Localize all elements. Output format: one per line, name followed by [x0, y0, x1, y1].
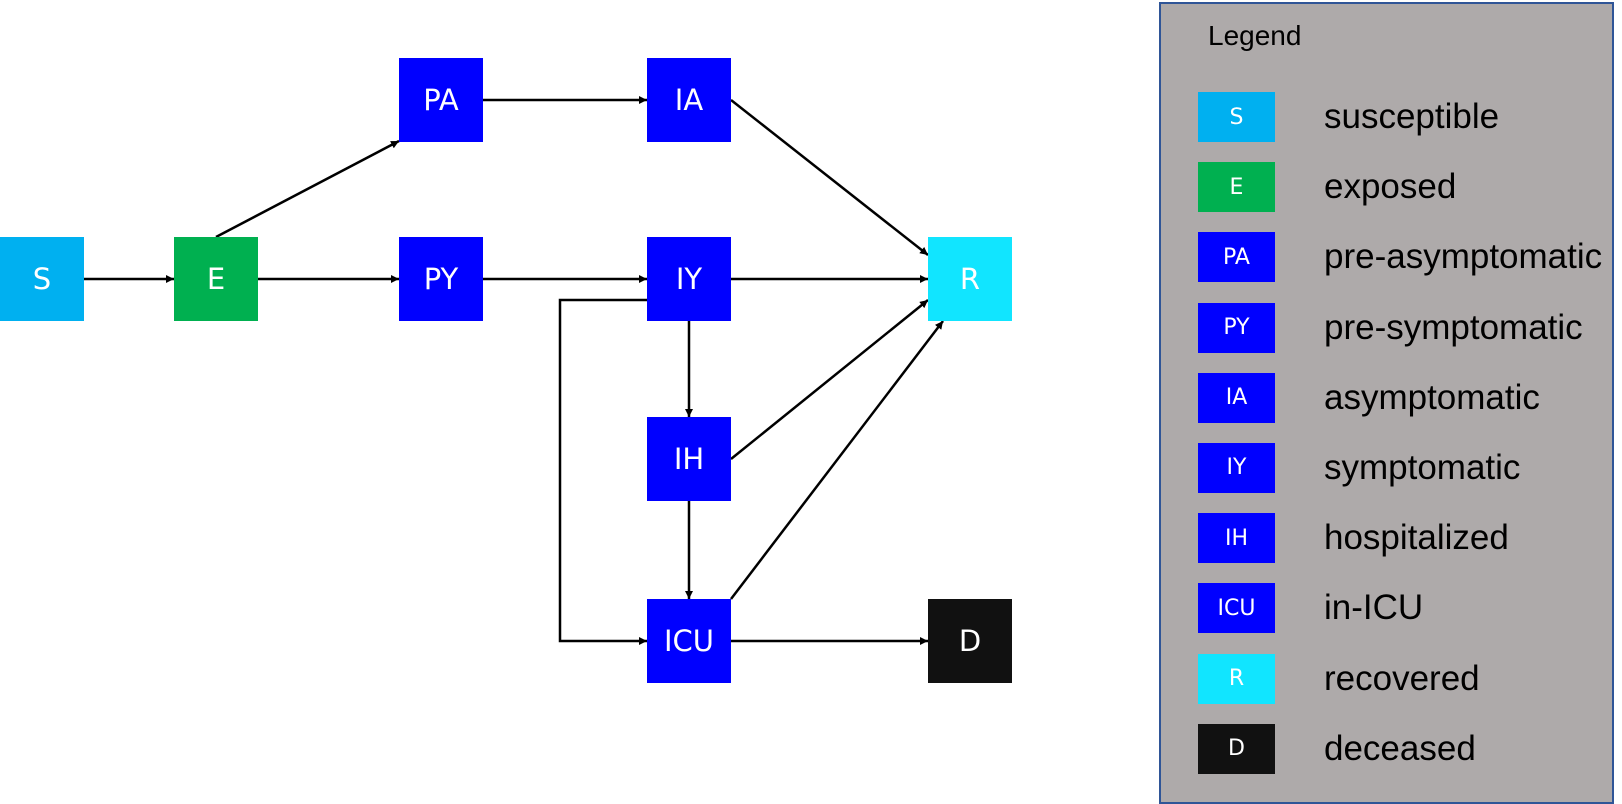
node-ih: IH — [647, 417, 731, 501]
node-box-icu — [647, 599, 731, 683]
edge-e-to-pa — [215, 139, 400, 239]
legend-label-pa: pre-asymptomatic — [1324, 237, 1603, 277]
node-label-ih: IH — [674, 442, 704, 476]
node-s: S — [0, 237, 84, 321]
node-box-ia — [647, 58, 731, 142]
node-box-pa — [399, 58, 483, 142]
node-label-iy: IY — [676, 262, 703, 296]
legend-item-s: S susceptible — [1198, 92, 1602, 142]
node-box-py — [399, 237, 483, 321]
legend-list: S susceptible E exposed PA pre-asymptoma… — [1198, 92, 1602, 794]
node-box-iy — [647, 237, 731, 321]
node-label-pa: PA — [423, 83, 459, 117]
legend-label-r: recovered — [1324, 658, 1480, 698]
node-d: D — [928, 599, 1012, 683]
legend-swatch-iy: IY — [1198, 442, 1275, 493]
legend-swatch-r: R — [1198, 653, 1275, 704]
legend-item-pa: PA pre-asymptomatic — [1198, 232, 1603, 283]
legend-item-ia: IA asymptomatic — [1198, 372, 1602, 423]
legend-item-r: R recovered — [1198, 653, 1602, 704]
legend-title: Legend — [1208, 20, 1302, 51]
legend-label-iy: symptomatic — [1324, 447, 1521, 487]
legend-label-ih: hospitalized — [1324, 518, 1509, 558]
node-label-e: E — [207, 262, 225, 296]
legend-item-e: E exposed — [1198, 162, 1602, 213]
node-box-d — [928, 599, 1012, 683]
legend-label-icu: in-ICU — [1324, 588, 1424, 628]
legend-swatch-pa: PA — [1198, 232, 1275, 283]
node-iy: IY — [647, 237, 731, 321]
legend-swatch-ih: IH — [1198, 513, 1275, 564]
legend-swatch-s: S — [1198, 92, 1275, 142]
legend-item-icu: ICU in-ICU — [1198, 583, 1602, 634]
node-ia: IA — [647, 58, 731, 142]
legend-label-d: deceased — [1324, 728, 1476, 768]
legend-item-iy: IY symptomatic — [1198, 442, 1602, 493]
legend-label-py: pre-symptomatic — [1324, 307, 1583, 347]
legend-item-d: D deceased — [1198, 723, 1602, 774]
node-e: E — [174, 237, 258, 321]
legend-label-s: susceptible — [1324, 97, 1500, 136]
legend-swatch-ia: IA — [1198, 372, 1275, 423]
edges-layer — [84, 96, 944, 645]
legend-item-ih: IH hospitalized — [1198, 513, 1602, 564]
node-label-icu: ICU — [664, 624, 714, 658]
node-label-py: PY — [424, 262, 459, 296]
legend-swatch-e: E — [1198, 162, 1275, 213]
edge-ih-to-r — [730, 299, 929, 460]
node-label-s: S — [33, 262, 51, 296]
legend-label-e: exposed — [1324, 167, 1457, 207]
node-label-d: D — [959, 624, 981, 658]
node-box-e — [174, 237, 258, 321]
edge-icu-to-r — [730, 320, 944, 600]
node-label-r: R — [960, 262, 980, 296]
legend-swatch-icu: ICU — [1198, 583, 1275, 634]
legend-label-ia: asymptomatic — [1324, 377, 1540, 417]
edge-ia-to-r — [730, 99, 929, 256]
node-pa: PA — [399, 58, 483, 142]
node-label-ia: IA — [675, 83, 704, 117]
legend-item-py: PY pre-symptomatic — [1198, 302, 1602, 353]
node-py: PY — [399, 237, 483, 321]
legend-swatch-d: D — [1198, 723, 1275, 774]
legend-swatch-py: PY — [1198, 302, 1275, 353]
node-icu: ICU — [647, 599, 731, 683]
legend-panel: Legend S susceptible E exposed PA pre-as… — [1159, 2, 1614, 804]
node-box-r — [928, 237, 1012, 321]
node-r: R — [928, 237, 1012, 321]
node-box-s — [0, 237, 84, 321]
node-box-ih — [647, 417, 731, 501]
edge-iy-to-icu — [558, 298, 651, 645]
nodes-layer: S E PA PY IA IY IH ICU R D — [0, 58, 1012, 683]
